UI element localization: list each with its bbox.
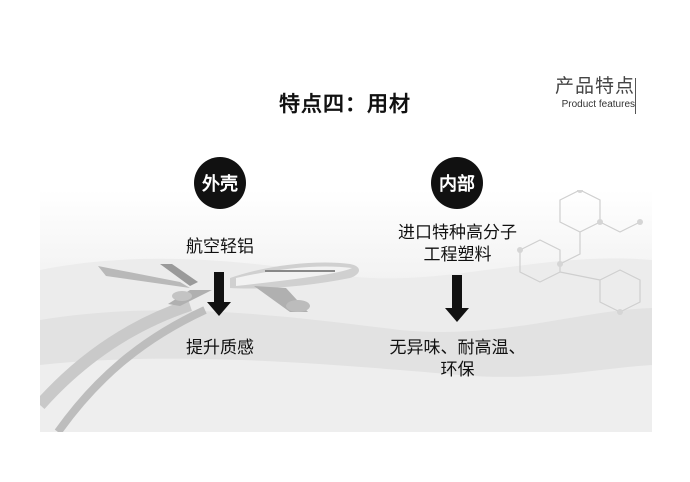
brand-subtitle: Product features [561,99,635,110]
shell-material: 航空轻铝 [186,237,254,257]
interior-material-line1: 进口特种高分子 [398,223,517,243]
interior-badge: 内部 [431,157,483,209]
shell-badge-label: 外壳 [202,174,238,195]
slide-title: 特点四：用材 [279,92,411,116]
airplane-illustration [98,262,359,312]
interior-result-line1: 无异味、耐高温、 [389,338,526,358]
shell-result: 提升质感 [186,338,254,358]
interior-result: 无异味、耐高温、 环保 [360,337,555,381]
interior-material-line2: 工程塑料 [423,245,492,265]
interior-material: 进口特种高分子 工程塑料 [370,222,545,266]
brand-divider [635,78,636,114]
down-arrow-icon [445,275,469,323]
landscape-illustration [40,190,652,432]
down-arrow-icon [207,272,231,316]
background-landscape [40,190,652,432]
interior-badge-label: 内部 [439,174,475,195]
interior-result-line2: 环保 [440,360,475,380]
brand-block: 产品特点 Product features [555,74,635,112]
shell-badge: 外壳 [194,157,246,209]
brand-title: 产品特点 [554,75,635,97]
